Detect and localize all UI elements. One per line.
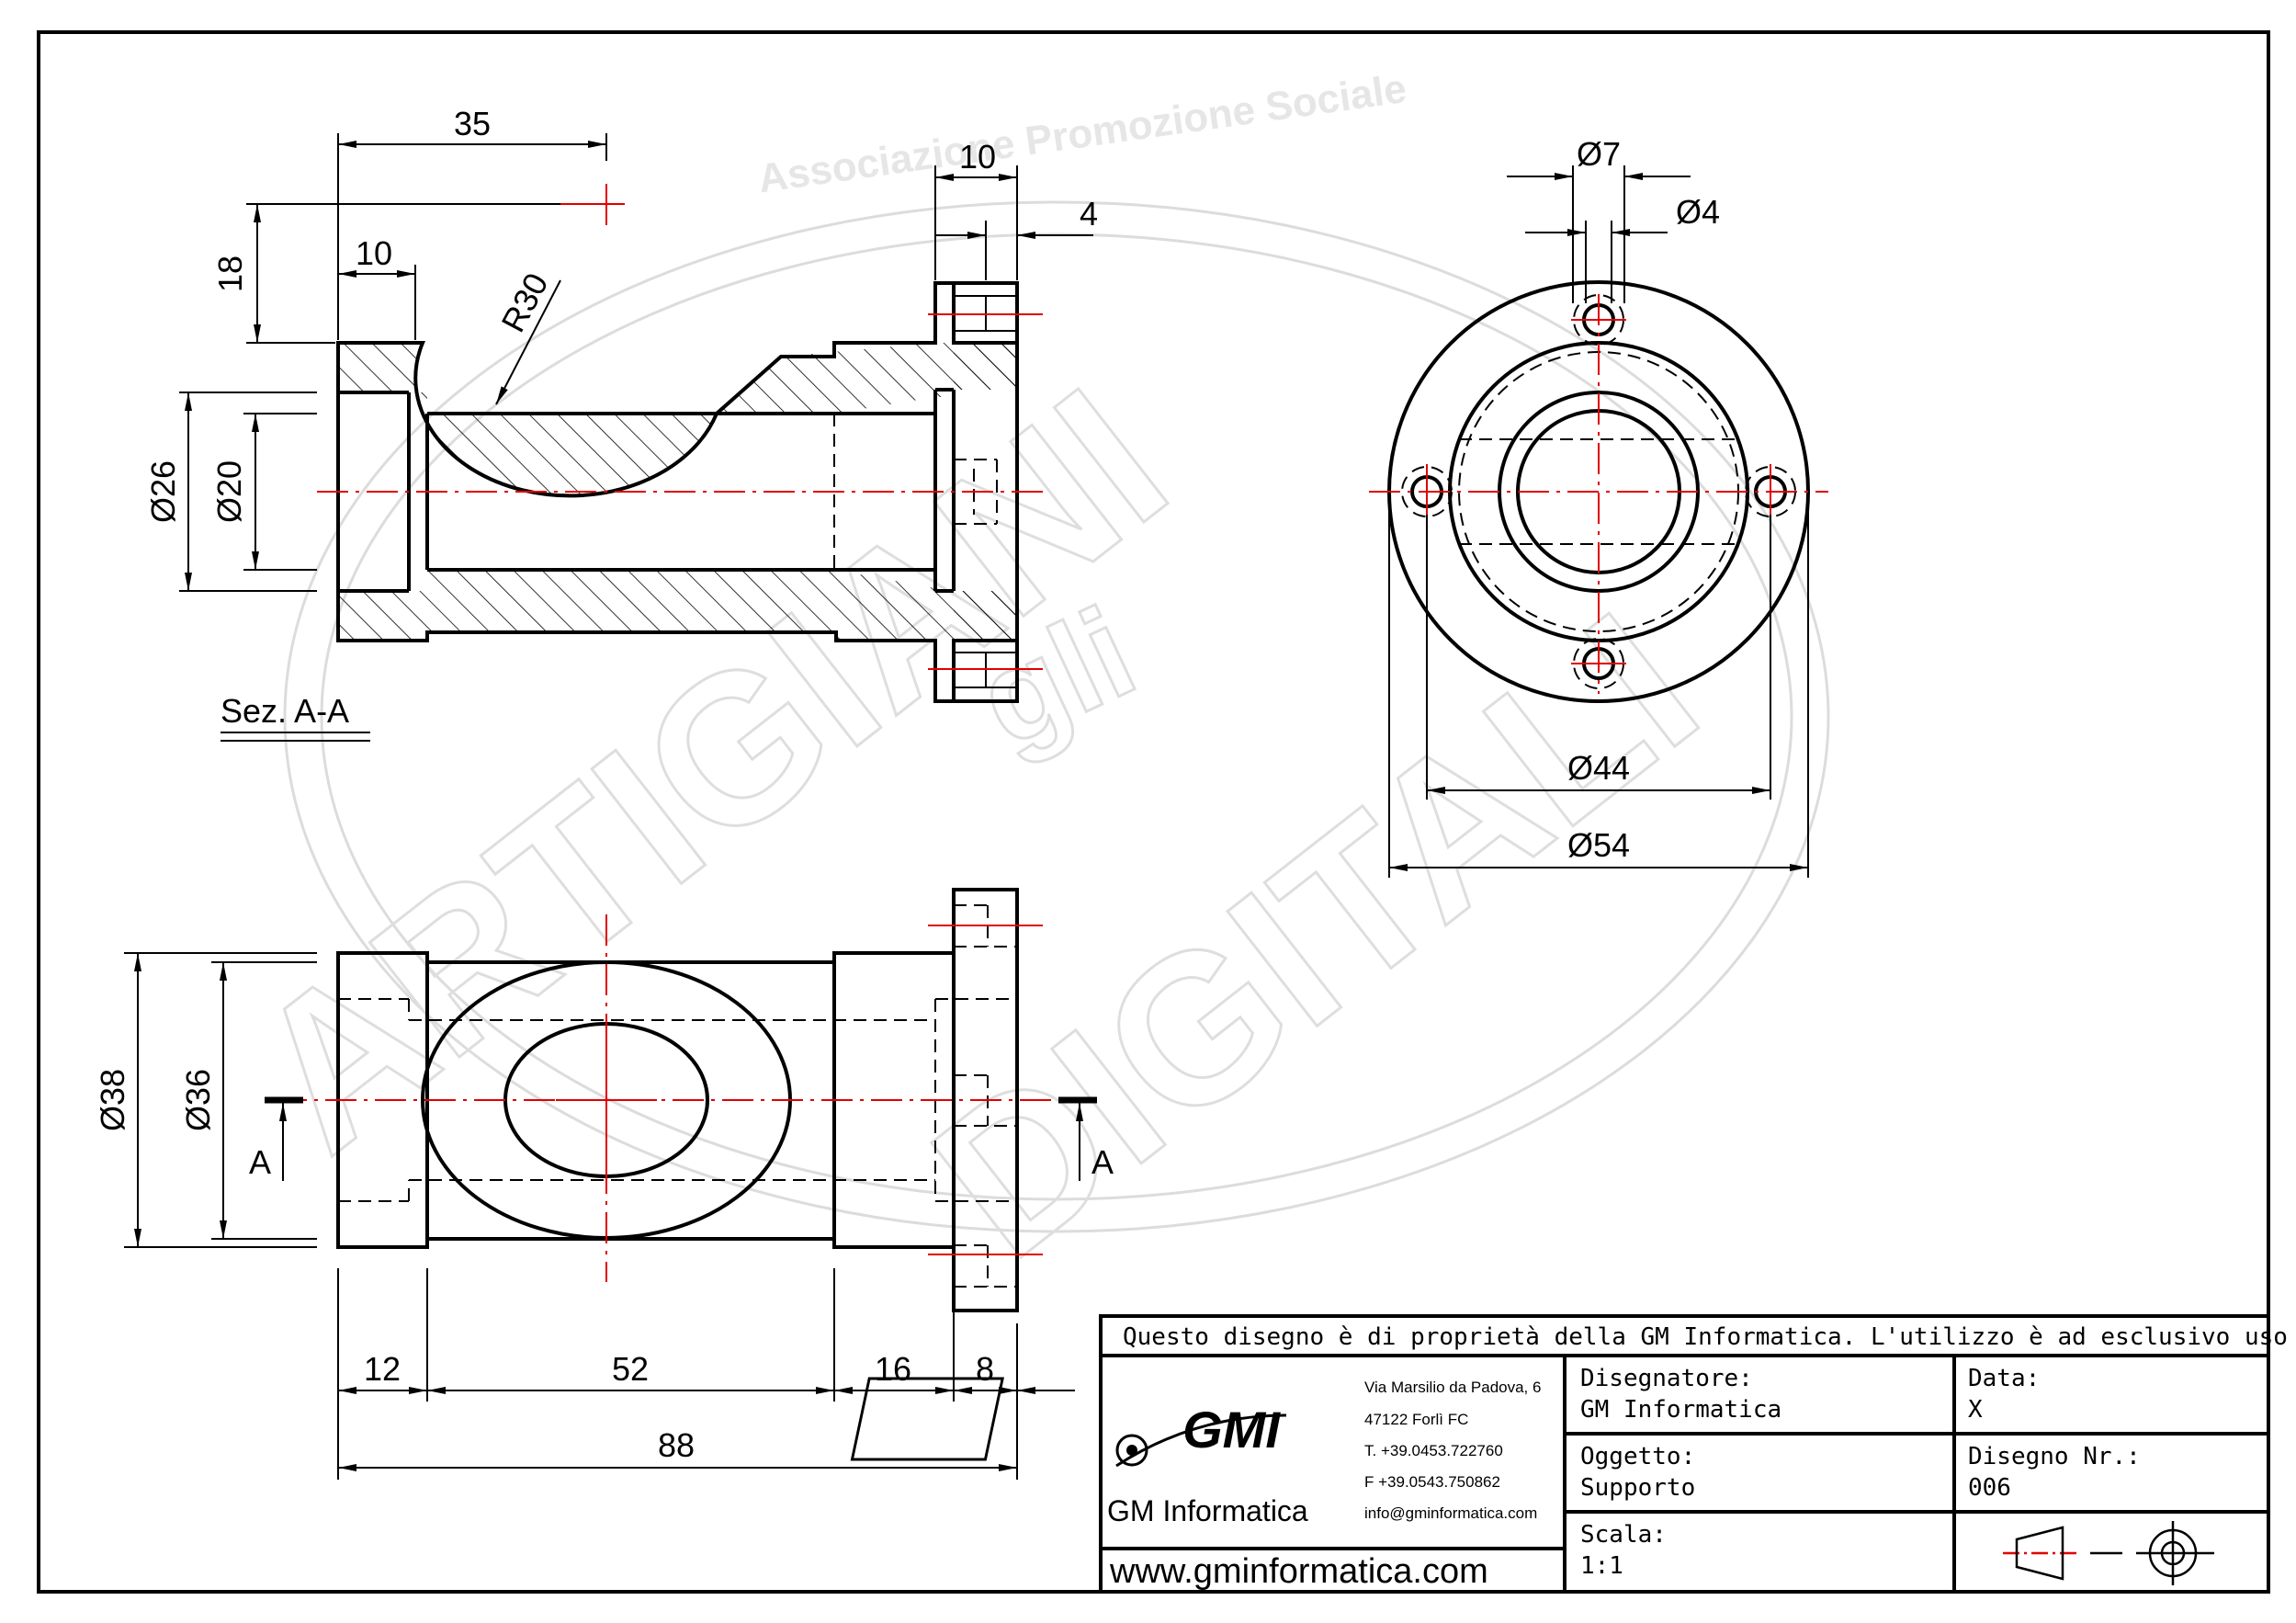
flange-hatch (954, 343, 1017, 641)
dim-d54: Ø54 (1388, 496, 1809, 878)
svg-text:35: 35 (454, 105, 491, 142)
dim-4: 4 (935, 195, 1098, 280)
dim-d4-hole: Ø4 (1525, 193, 1720, 303)
svg-text:10: 10 (356, 234, 392, 272)
section-hatch-bottom (338, 570, 1017, 641)
svg-text:Sez. A-A: Sez. A-A (221, 692, 349, 730)
object-value: Supporto (1580, 1474, 1695, 1502)
flange-hole-bottom (952, 639, 1019, 703)
scale-label: Scala: (1580, 1521, 1667, 1549)
svg-text:Ø38: Ø38 (94, 1069, 131, 1131)
watermark-outer-ellipse (283, 200, 1830, 1233)
svg-text:16: 16 (875, 1350, 911, 1388)
watermark-association-text: Associazione Promozione Sociale (755, 66, 1408, 202)
svg-text:Ø4: Ø4 (1676, 193, 1720, 231)
address-line-1: Via Marsilio da Padova, 6 (1364, 1379, 1541, 1396)
company-logo: GMI (850, 1377, 1287, 1468)
svg-text:A: A (249, 1143, 271, 1181)
ownership-notice: Questo disegno è di proprietà della GM I… (1123, 1323, 2296, 1351)
dim-d38: Ø38 (94, 952, 317, 1248)
dim-chain: 12 52 16 8 88 (337, 1268, 1075, 1480)
designer-value: GM Informatica (1580, 1396, 1781, 1424)
logo-text: GMI (1182, 1401, 1281, 1458)
svg-text:Ø54: Ø54 (1567, 826, 1630, 864)
svg-text:10: 10 (959, 138, 996, 176)
dim-10-top: 10 (338, 234, 416, 340)
projection-symbol-icon (2003, 1521, 2214, 1585)
object-label: Oggetto: (1580, 1443, 1695, 1470)
svg-text:18: 18 (211, 255, 249, 292)
end-view: Ø7 Ø4 Ø44 Ø54 (1369, 135, 1828, 878)
phone: T. +39.0453.722760 (1364, 1442, 1503, 1459)
flange-hole-top (952, 281, 1019, 345)
flange (952, 888, 1019, 1312)
svg-text:8: 8 (976, 1350, 994, 1388)
front-view: A A Ø38 Ø36 (94, 888, 1114, 1480)
date-label: Data: (1968, 1365, 2040, 1392)
email-link[interactable]: info@gminformatica.com (1364, 1504, 1537, 1522)
drawing-no-label: Disegno Nr.: (1968, 1443, 2141, 1470)
svg-text:Ø44: Ø44 (1567, 749, 1630, 787)
svg-text:Ø7: Ø7 (1577, 135, 1621, 173)
svg-text:Ø36: Ø36 (179, 1069, 217, 1131)
svg-text:52: 52 (612, 1350, 649, 1388)
section-mark-left: A (249, 1096, 303, 1181)
dim-35: 35 (337, 105, 607, 340)
dim-10-flange: 10 (934, 138, 1018, 280)
website-link[interactable]: www.gminformatica.com (1109, 1552, 1488, 1591)
fax: F +39.0543.750862 (1364, 1473, 1500, 1491)
dim-d36: Ø36 (179, 961, 317, 1240)
section-hatch-top (338, 343, 1017, 496)
drawing-no-value: 006 (1968, 1474, 2011, 1502)
dim-d7: Ø7 (1507, 135, 1691, 303)
company-name: GM Informatica (1107, 1494, 1308, 1527)
svg-text:A: A (1091, 1143, 1114, 1181)
svg-text:R30: R30 (493, 267, 555, 338)
title-block: Questo disegno è di proprietà della GM I… (850, 1314, 2296, 1594)
svg-text:Ø26: Ø26 (144, 460, 182, 523)
section-mark-right: A (1058, 1096, 1114, 1181)
dim-d26: Ø26 (144, 392, 317, 592)
section-view: 35 18 10 R30 Ø26 Ø20 (144, 105, 1098, 742)
svg-text:88: 88 (658, 1426, 695, 1464)
address-line-2: 47122 Forlì FC (1364, 1411, 1468, 1428)
svg-text:12: 12 (364, 1350, 401, 1388)
svg-text:Ø20: Ø20 (210, 460, 248, 523)
designer-label: Disegnatore: (1580, 1365, 1753, 1392)
dim-d20: Ø20 (210, 413, 317, 571)
dim-d44: Ø44 (1426, 515, 1771, 800)
section-title: Sez. A-A (221, 692, 370, 742)
svg-text:4: 4 (1080, 195, 1098, 233)
date-value: X (1968, 1396, 1983, 1424)
dim-18: 18 (211, 203, 560, 344)
section-outer-contour (336, 281, 1019, 703)
scale-value: 1:1 (1580, 1552, 1623, 1580)
